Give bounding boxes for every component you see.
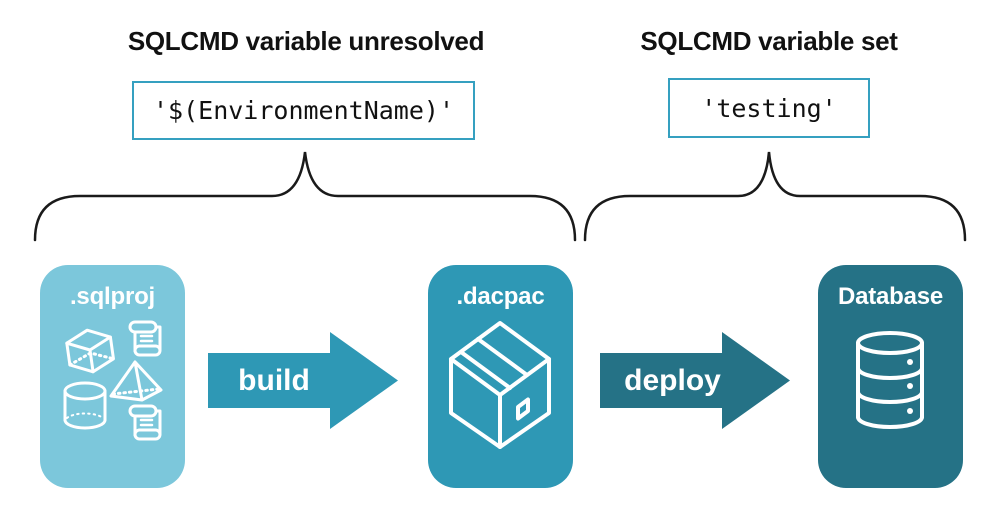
deploy-arrow-shape	[600, 332, 790, 429]
package-box-icon	[449, 321, 551, 449]
group-braces	[33, 151, 967, 242]
left-group-title: SQLCMD variable unresolved	[127, 26, 485, 56]
deploy-arrow: deploy	[600, 332, 790, 429]
dacpac-node: .dacpac	[428, 265, 573, 488]
sqlproj-node-label: .sqlproj	[69, 283, 156, 310]
build-arrow-shape	[208, 332, 398, 429]
sqlproj-node: .sqlproj	[40, 265, 185, 488]
dacpac-node-label: .dacpac	[456, 283, 545, 310]
database-node-label: Database	[837, 283, 944, 310]
right-group-title: SQLCMD variable set	[640, 26, 898, 56]
build-arrow-label: build	[238, 364, 310, 397]
unresolved-variable-code-text: '$(EnvironmentName)'	[152, 96, 455, 125]
unresolved-variable-code-box: '$(EnvironmentName)'	[132, 81, 475, 140]
set-variable-code-box: 'testing'	[668, 78, 870, 138]
build-arrow: build	[208, 332, 398, 429]
right-brace-icon	[583, 151, 967, 242]
set-variable-code-text: 'testing'	[701, 93, 837, 123]
sql-objects-icon	[63, 320, 163, 441]
deploy-arrow-label: deploy	[624, 364, 721, 397]
database-node: Database	[818, 265, 963, 488]
database-cylinder-icon	[856, 331, 924, 429]
left-brace-icon	[33, 151, 577, 242]
